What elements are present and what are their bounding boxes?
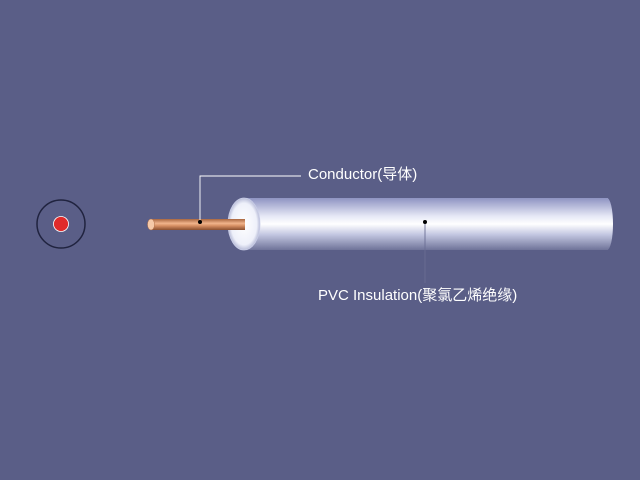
conductor-label: Conductor(导体): [308, 166, 418, 183]
insulated-cable: [227, 197, 613, 251]
conductor-tip: [147, 218, 155, 231]
insulation-pointer-dot: [423, 220, 427, 224]
insulation-far-end: [601, 198, 613, 250]
conductor-body: [151, 219, 245, 230]
copper-conductor: [147, 218, 245, 231]
insulation-body: [244, 198, 608, 250]
insulation-label: PVC Insulation(聚氯乙烯绝缘): [318, 287, 518, 304]
conductor-pointer-dot: [198, 220, 202, 224]
cross-section: [36, 199, 86, 249]
cross-section-conductor: [53, 216, 69, 232]
cross-section-insulation-ring: [36, 199, 86, 249]
conductor-leader-line: [199, 175, 301, 222]
